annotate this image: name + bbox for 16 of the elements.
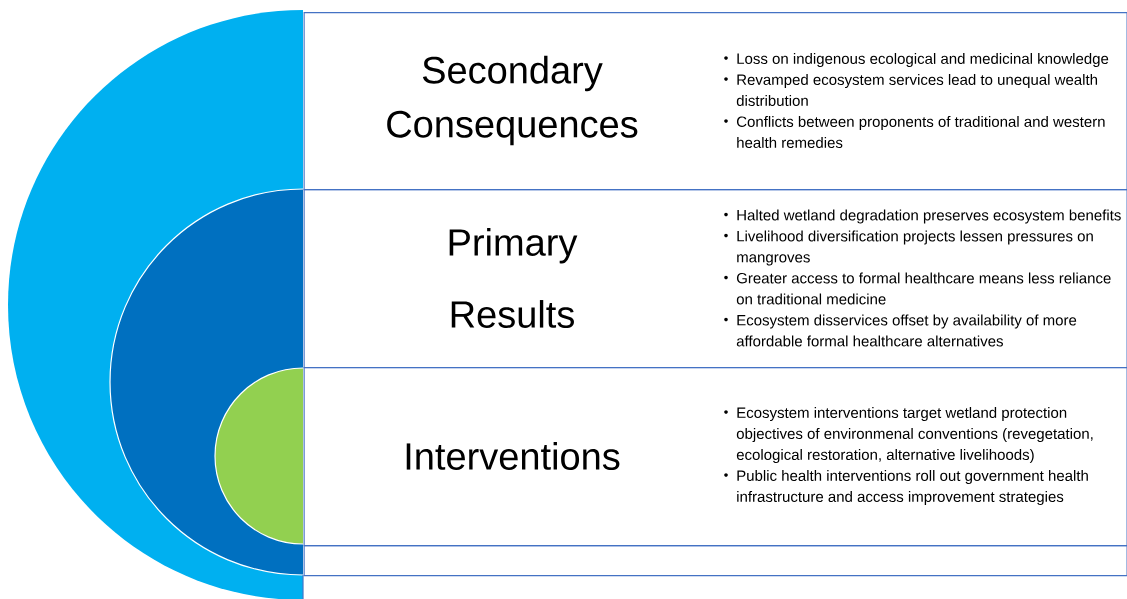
bullet-item: Public health interventions roll out government health infrastructure and access improvement strategies — [724, 470, 1088, 505]
row-box — [303, 545, 1127, 577]
heading: Interventions — [406, 442, 620, 470]
bullet-item: Conflicts between proponents of traditional and western health remedies — [724, 116, 1105, 148]
bullet-item: Revamped ecosystem services lead to unequal wealth distribution — [724, 74, 1098, 106]
row-box — [303, 189, 1127, 369]
heading: Secondary Consequences — [387, 55, 638, 146]
bullet-item: Ecosystem disservices offset by availability of more affordable formal healthcare alternatives — [724, 314, 1077, 347]
bullet-item: Greater access to formal healthcare means less reliance on traditional medicine — [724, 272, 1111, 305]
bullet-item: Halted wetland degradation preserves ecosystem benefits — [724, 209, 1121, 224]
bullet-item: Ecosystem interventions target wetland protection objectives of environmenal conventions (revegetation, ecological restoration, alternative livelihoods) — [724, 407, 1093, 463]
row-box — [303, 12, 1127, 191]
bullet-item: Loss on indigenous ecological and medicinal knowledge — [724, 53, 1109, 67]
heading: Primary Results — [449, 228, 578, 328]
bullet-item: Livelihood diversification projects lessen pressures on mangroves — [724, 230, 1093, 266]
row-box — [303, 367, 1127, 547]
